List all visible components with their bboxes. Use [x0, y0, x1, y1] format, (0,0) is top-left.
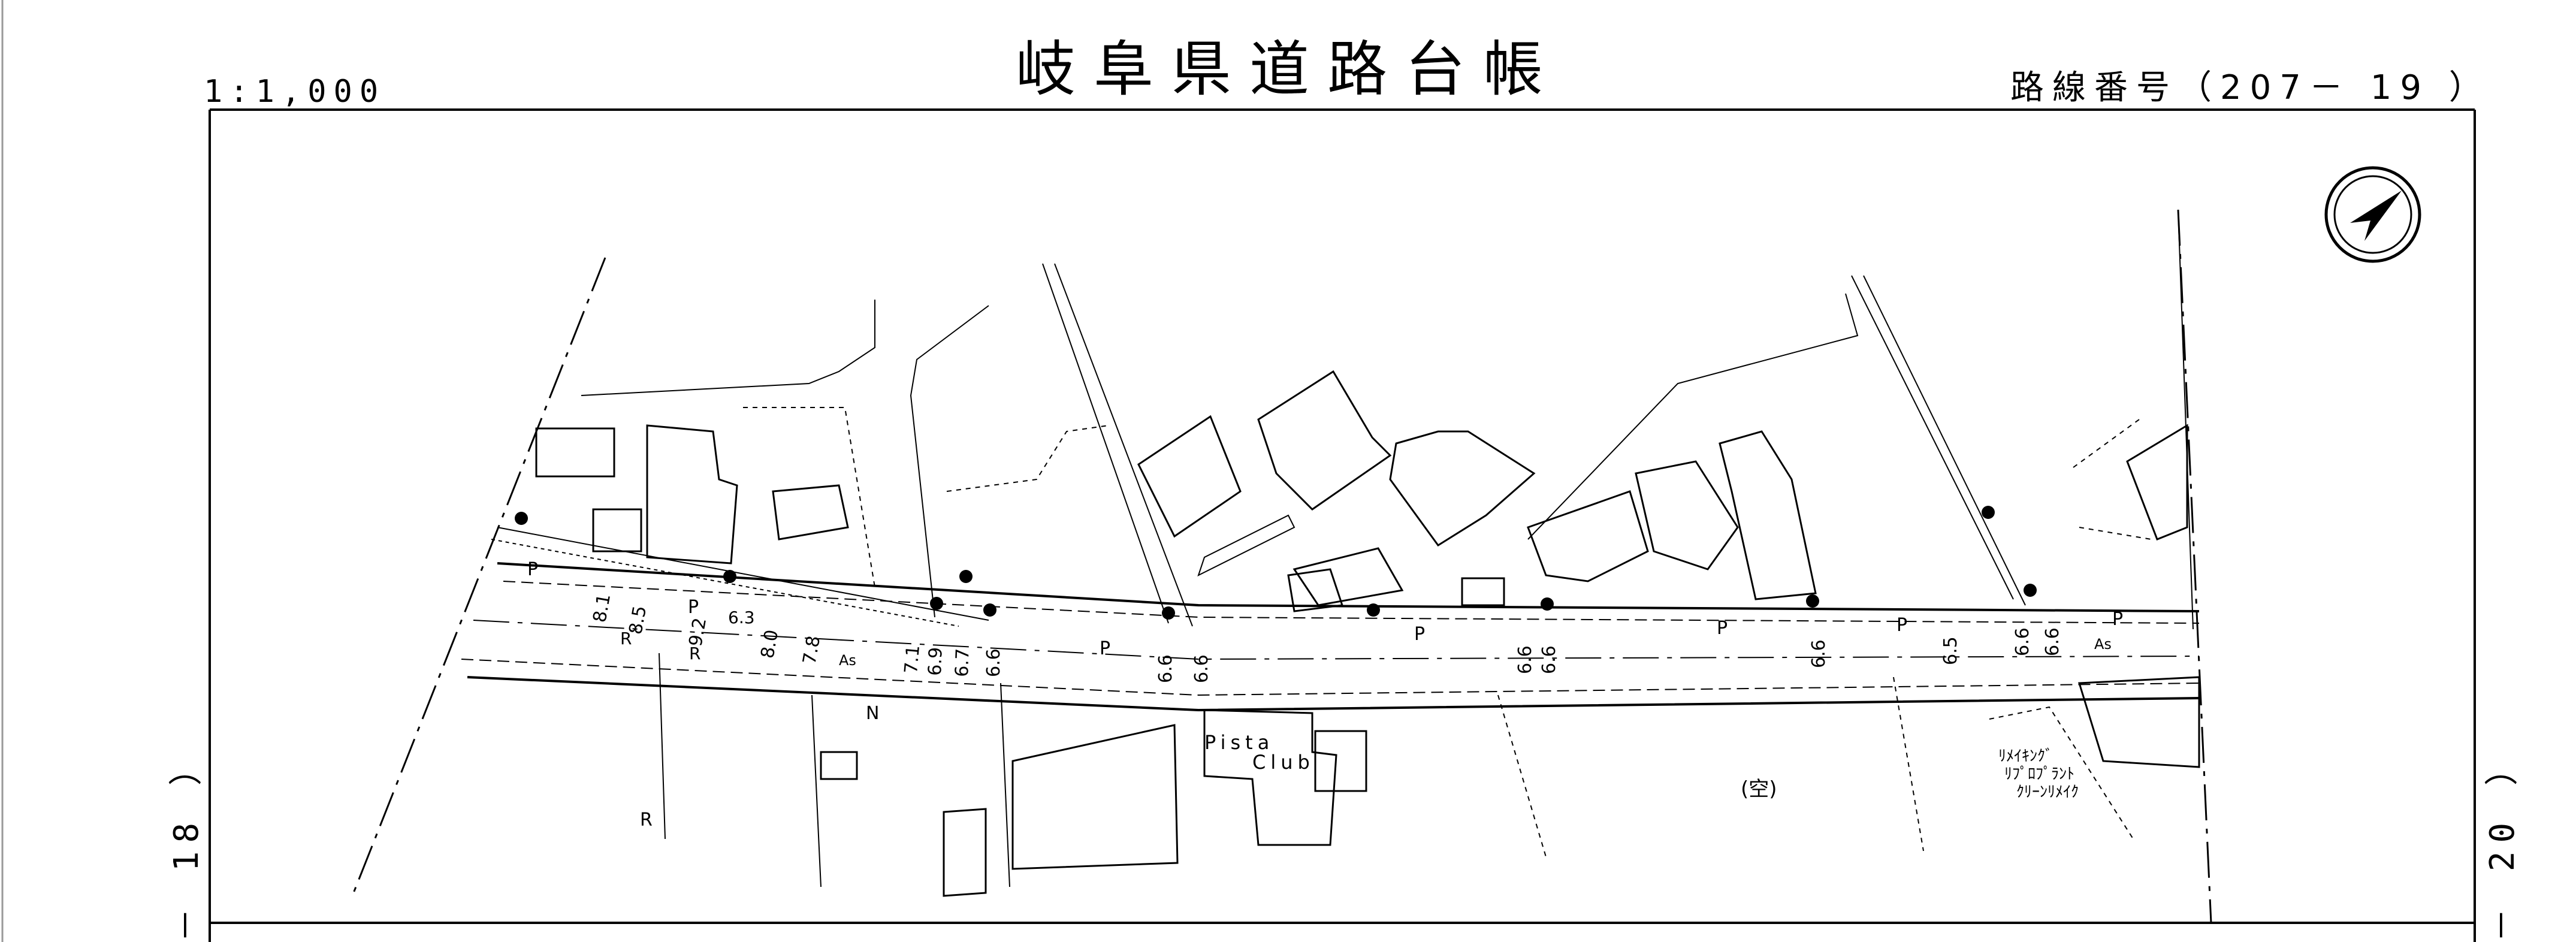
- width-label: 6.9: [925, 647, 947, 676]
- pavement-label: P: [1717, 618, 1728, 639]
- width-label: 6.6: [1539, 645, 1560, 674]
- width-label: 6.6: [1808, 639, 1829, 668]
- road-mark: N: [866, 703, 879, 724]
- dotted-lines: [743, 407, 2152, 858]
- pavement-label: P: [688, 597, 699, 618]
- map-frame: [209, 108, 2476, 942]
- sheet-ref-left: － 18 ）: [167, 744, 206, 942]
- road-mark: R: [689, 644, 700, 663]
- width-label: 6.6: [2042, 627, 2063, 656]
- pavement-label: P: [1100, 638, 1110, 659]
- road-widths: 8.1 8.5 9.2 8.0 7.8 7.1 6.9 6.7 6.6 6.6 …: [589, 592, 2063, 683]
- vacant-label: (空): [1741, 777, 1777, 801]
- sheet-ref-right: － 20 ）: [2483, 744, 2522, 942]
- width-label: 8.5: [625, 604, 651, 636]
- width-label: 8.0: [757, 628, 783, 660]
- width-label: 6.6: [1191, 654, 1212, 683]
- buildings: [535, 370, 2200, 897]
- asphalt-label: As: [2094, 636, 2112, 653]
- width-label: 7.8: [799, 634, 825, 666]
- route-number: 路線番号（207－ 19 ）: [2010, 68, 2491, 107]
- shop-label: ﾘﾒｲｷﾝｸﾞ: [1998, 747, 2053, 765]
- pavement-label: P: [527, 559, 538, 580]
- scale-label: 1:1,000: [204, 74, 385, 110]
- road-mark: R: [640, 810, 653, 831]
- north-arrow-icon: [2324, 166, 2421, 263]
- pavement-label: P: [1896, 615, 1907, 636]
- width-label: 8.1: [589, 592, 615, 624]
- road-mark: R: [620, 629, 632, 648]
- shop-label: ﾘﾌﾟﾛﾌﾟﾗﾝﾄ: [2004, 765, 2074, 783]
- width-label: 9.2: [685, 616, 711, 648]
- map-labels: Pista Club (空) ﾘﾒｲｷﾝｸﾞ ﾘﾌﾟﾛﾌﾟﾗﾝﾄ ｸﾘｰﾝﾘﾒｲ…: [527, 559, 2123, 831]
- road: [461, 527, 2200, 712]
- width-label: 6.7: [952, 648, 974, 677]
- shop-label: Club: [1252, 751, 1315, 774]
- parcel-lines: [581, 209, 2194, 887]
- pavement-label: P: [1414, 624, 1425, 645]
- width-label: 6.5: [1940, 636, 1961, 665]
- pavement-label: P: [2112, 609, 2123, 630]
- width-label: 6.6: [2012, 627, 2033, 656]
- width-label: 6.6: [983, 648, 1004, 677]
- width-label: 7.1: [901, 644, 924, 675]
- shop-label: Pista: [1204, 731, 1274, 754]
- width-label: 6.3: [728, 608, 755, 627]
- width-label: 6.6: [1155, 654, 1176, 683]
- asphalt-label: As: [839, 652, 856, 669]
- width-label: 6.6: [1515, 645, 1536, 674]
- utility-poles: [515, 506, 2037, 620]
- boundary-lines: [352, 209, 2212, 923]
- shop-label: ｸﾘｰﾝﾘﾒｲｸ: [2016, 783, 2079, 801]
- page-title: 岐阜県道路台帳: [1016, 34, 1561, 104]
